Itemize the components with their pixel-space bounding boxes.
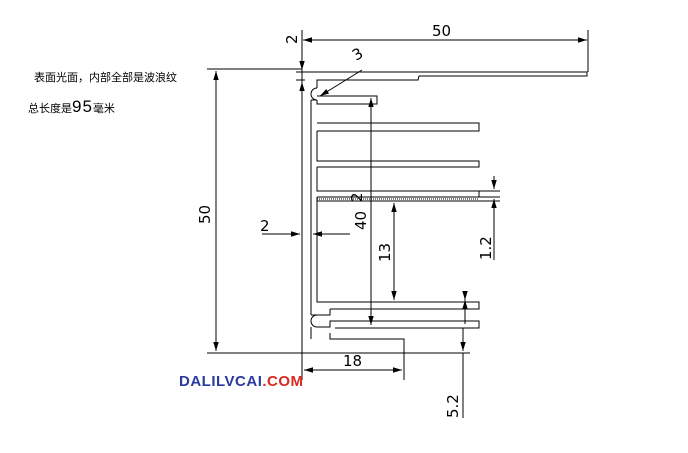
watermark-part-b: .COM: [262, 373, 304, 390]
dim-inner-height: 40: [352, 211, 370, 230]
dim-top-wall: 2: [283, 34, 301, 44]
note-total-length-value: 95: [72, 97, 93, 116]
dimension-lines: [207, 30, 589, 418]
note-total-length-prefix: 总长度是: [28, 102, 72, 115]
dim-overall-height: 50: [196, 205, 214, 224]
dim-fillet-radius: 3: [349, 44, 366, 64]
watermark-logo: DALILVCAI.COM: [179, 373, 304, 390]
dim-top-width: 50: [432, 22, 451, 40]
dim-fin-thickness: 1.2: [477, 236, 495, 260]
dim-bottom-height: 5.2: [444, 394, 462, 418]
dim-wall-thickness: 2: [260, 217, 270, 235]
note-total-length: 总长度是95毫米: [28, 97, 115, 117]
dimension-texts: 50 2 3 50 2 40 2 13 1.2 18 5.2: [196, 22, 495, 418]
dim-slot-depth: 13: [376, 243, 394, 262]
dim-gap-small: 2: [348, 192, 366, 202]
dim-bottom-width: 18: [343, 352, 362, 370]
note-surface-finish: 表面光面，内部全部是波浪纹: [34, 71, 177, 84]
watermark-part-a: DALILVCAI: [179, 373, 263, 390]
note-total-length-suffix: 毫米: [92, 102, 115, 115]
profile-outline: [301, 71, 588, 354]
